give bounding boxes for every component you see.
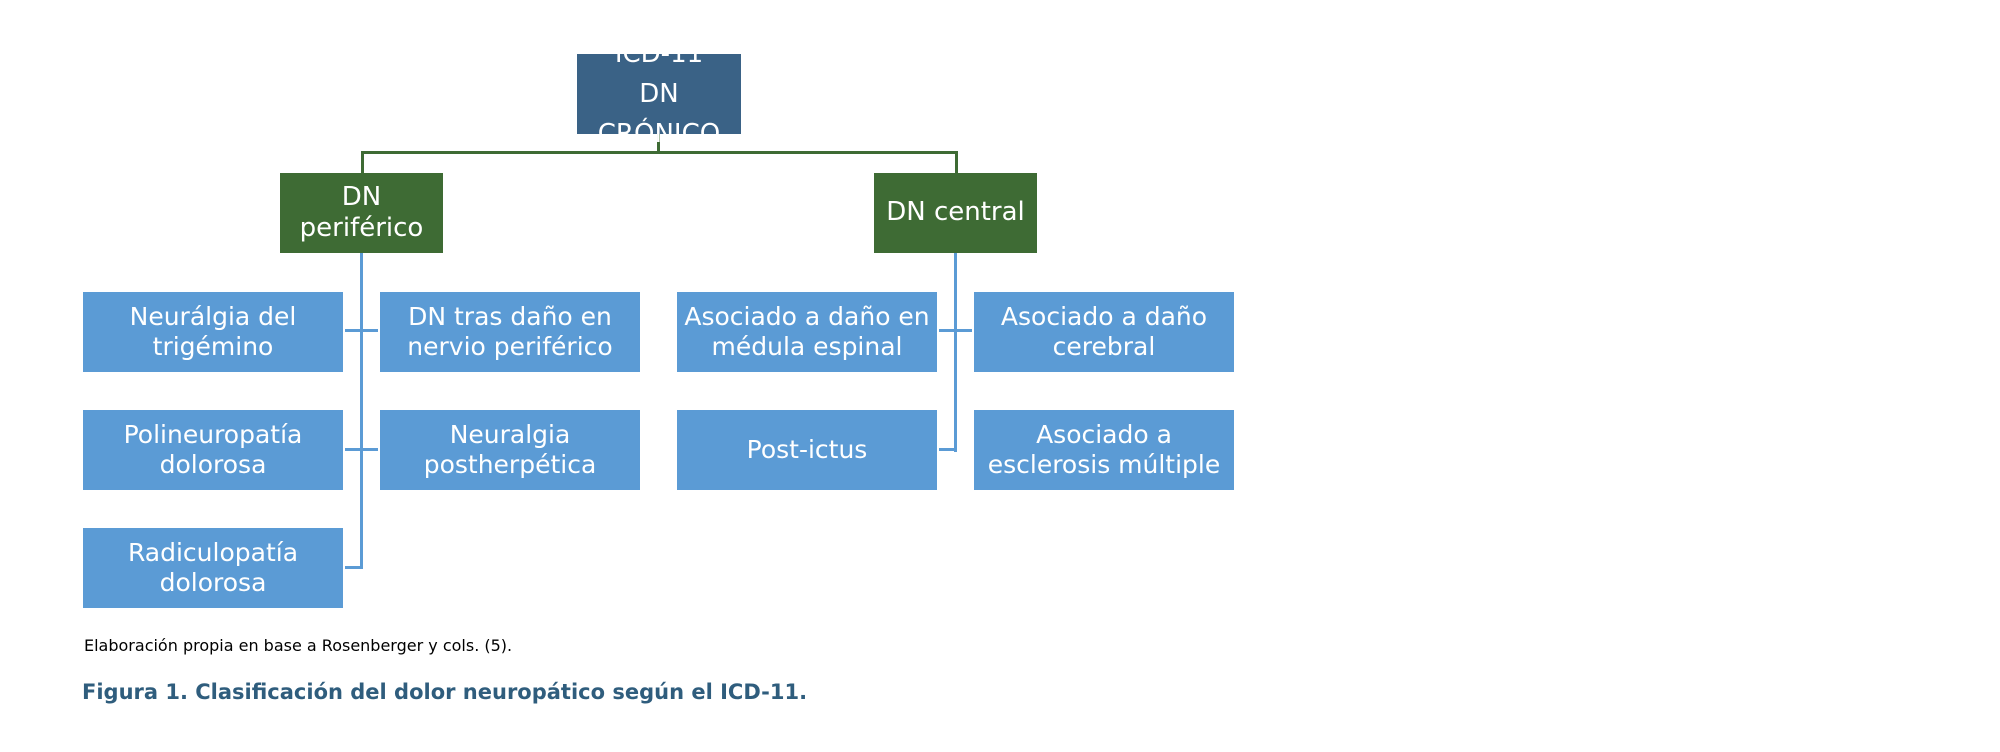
central-leaf-spinal-cord: Asociado a daño en médula espinal <box>677 292 937 372</box>
peripheral-leaf-trigeminal: Neurálgia del trigémino <box>83 292 343 372</box>
connector-horizontal <box>361 151 958 154</box>
peripheral-leaf-radiculopathy: Radiculopatía dolorosa <box>83 528 343 608</box>
connector-root-down <box>657 134 660 152</box>
peripheral-branch-2 <box>345 448 378 451</box>
peripheral-leaf-polyneuropathy: Polineuropatía dolorosa <box>83 410 343 490</box>
peripheral-leaf-nerve-damage: DN tras daño en nervio periférico <box>380 292 640 372</box>
central-leaf-post-stroke: Post-ictus <box>677 410 937 490</box>
connector-to-central <box>955 151 958 173</box>
central-leaf-brain-damage: Asociado a daño cerebral <box>974 292 1234 372</box>
central-spine <box>954 253 957 452</box>
peripheral-node: DN periférico <box>280 173 443 253</box>
peripheral-branch-1 <box>345 329 378 332</box>
connector-to-peripheral <box>361 151 364 173</box>
central-branch-2 <box>939 448 957 451</box>
root-label-line2: DN CRÓNICO <box>597 79 721 149</box>
source-note: Elaboración propia en base a Rosenberger… <box>84 636 513 655</box>
peripheral-leaf-postherpetic: Neuralgia postherpética <box>380 410 640 490</box>
figure-caption: Figura 1. Clasificación del dolor neurop… <box>82 680 808 704</box>
root-label-line1: ICD-11 <box>614 39 704 69</box>
central-node: DN central <box>874 173 1037 253</box>
central-branch-1 <box>939 329 972 332</box>
central-leaf-multiple-sclerosis: Asociado a esclerosis múltiple <box>974 410 1234 490</box>
peripheral-branch-3 <box>345 566 363 569</box>
peripheral-spine <box>360 253 363 569</box>
root-node: ICD-11 DN CRÓNICO <box>577 39 741 149</box>
